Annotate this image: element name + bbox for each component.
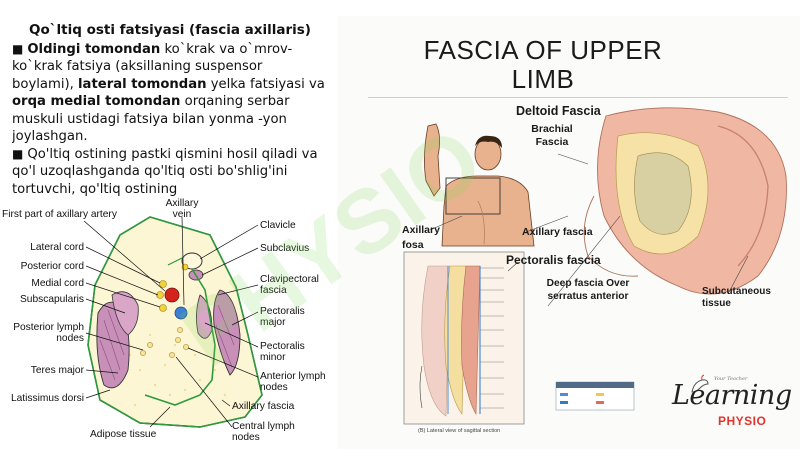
- lamp-icon: [691, 374, 709, 393]
- poster-inset-caption: (B) Lateral view of sagittal section: [418, 428, 501, 434]
- poster-label-pectoralis-fascia: Pectoralis fascia: [506, 253, 601, 267]
- poster-label-deep-fascia-serratus: Deep fascia Over serratus anterior: [546, 278, 630, 302]
- learning-physio-logo: Your Teacher Learning PHYSIO: [672, 374, 792, 438]
- label-pectoralis-major: Pectoralis major: [260, 306, 305, 328]
- bold-phrase-anterior: Oldingi tomondan: [27, 41, 161, 57]
- label-teres-major: Teres major: [30, 365, 84, 376]
- paragraph-1: ■Oldingi tomondan ko`krak va o`mrov-ko`k…: [12, 41, 328, 146]
- logo-accent-word: PHYSIO: [718, 414, 767, 428]
- poster-label-deltoid-fascia: Deltoid Fascia: [516, 104, 601, 118]
- bullet-square-icon: ■: [12, 41, 24, 56]
- axilla-cross-section-diagram: First part of axillary artery Axillary v…: [0, 195, 330, 449]
- fascia-upper-limb-poster: FASCIA OF UPPER LIMB: [338, 16, 800, 449]
- text-run: yelka fatsiyasi va: [206, 76, 325, 92]
- label-medial-cord: Medial cord: [31, 278, 84, 289]
- text-run: ko`krak va o`mrov-ko`krak fatsiya (aksil…: [12, 41, 293, 92]
- label-latissimus-dorsi: Latissimus dorsi: [10, 393, 84, 404]
- label-axillary-fascia: Axillary fascia: [232, 401, 295, 412]
- paragraph-2: ■Qo'ltiq ostining pastki qismini hosil q…: [12, 146, 328, 199]
- slide-text: Qo`ltiq osti fatsiyasi (fascia axillaris…: [12, 22, 328, 198]
- label-lateral-cord: Lateral cord: [30, 242, 84, 253]
- poster-title: FASCIA OF UPPER LIMB: [398, 36, 688, 94]
- poster-title-line1: FASCIA OF UPPER: [423, 35, 663, 65]
- label-pectoralis-minor: Pectoralis minor: [260, 341, 305, 363]
- label-clavipectoral-fascia: Clavipectoral fascia: [260, 274, 319, 296]
- bold-phrase-lateral: lateral tomondan: [78, 76, 207, 92]
- label-axillary-vein: Axillary vein: [165, 198, 199, 220]
- bullet-square-icon: ■: [12, 146, 24, 161]
- axilla-cross-section-illustration: [83, 216, 263, 428]
- logo-wordmark: Learning: [672, 380, 792, 411]
- label-anterior-lymph-nodes: Anterior lymph nodes: [260, 371, 326, 393]
- label-central-lymph-nodes: Central lymph nodes: [232, 421, 295, 443]
- label-clavicle: Clavicle: [260, 220, 296, 231]
- poster-label-subcutaneous-tissue: Subcutaneous tissue: [702, 286, 771, 309]
- poster-divider: [368, 97, 788, 98]
- label-adipose-tissue: Adipose tissue: [90, 429, 157, 440]
- logo-tagline: Your Teacher: [714, 376, 748, 382]
- poster-illustration: [403, 107, 787, 425]
- sagittal-section-inset: [403, 251, 525, 425]
- slide-title: Qo`ltiq osti fatsiyasi (fascia axillaris…: [29, 22, 311, 38]
- poster-label-brachial-fascia: Brachial Fascia: [531, 123, 573, 148]
- poster-label-axillary-fosa: Axillary fosa: [402, 224, 440, 251]
- bold-phrase-posterior-medial: orqa medial tomondan: [12, 94, 181, 109]
- text-run: orqaning serbar muskuli ustidagi fatsiya…: [12, 94, 290, 144]
- label-posterior-lymph-nodes: Posterior lymph nodes: [13, 322, 84, 344]
- poster-label-axillary-fascia: Axillary fascia: [522, 226, 593, 238]
- label-subscapularis: Subscapularis: [20, 294, 84, 305]
- label-first-part-axillary-artery: First part of axillary artery: [2, 209, 117, 220]
- shoulder-closeup-illustration: [583, 107, 787, 295]
- poster-title-line2: LIMB: [511, 64, 575, 94]
- label-subclavius: Subclavius: [260, 243, 310, 254]
- label-posterior-cord: Posterior cord: [20, 261, 84, 272]
- human-figure-icon: [424, 123, 535, 247]
- color-key-box: [555, 381, 635, 411]
- text-run: Qo'ltiq ostining pastki qismini hosil qi…: [12, 146, 318, 197]
